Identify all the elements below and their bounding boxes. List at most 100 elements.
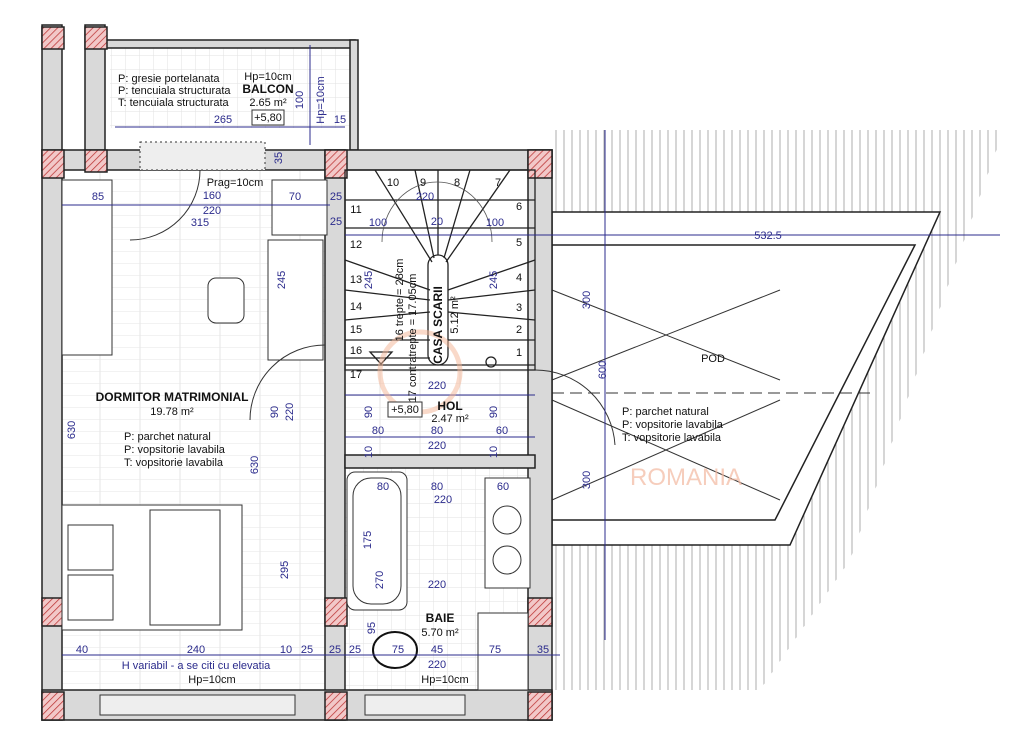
balcony-area: 2.65 m² bbox=[249, 97, 287, 109]
dimension-label: 315 bbox=[191, 217, 209, 229]
dimension-label: 25 bbox=[330, 191, 342, 203]
dimension-label: 80 bbox=[431, 481, 443, 493]
dimension-label: 10 bbox=[280, 644, 292, 656]
stair-step-number: 12 bbox=[350, 239, 362, 251]
dimension-label: 220 bbox=[416, 191, 434, 203]
stair-step-number: 10 bbox=[387, 177, 399, 189]
dimension-label: 35 bbox=[273, 152, 285, 164]
dimension-label: 90 bbox=[269, 406, 281, 418]
dimension-label: 20 bbox=[431, 216, 443, 228]
door-swing bbox=[129, 169, 201, 241]
attic-finish: T: vopsitorie lavabila bbox=[622, 432, 722, 444]
dimension-label: 85 bbox=[92, 191, 104, 203]
dimension-label: 10 bbox=[488, 446, 500, 458]
dimension-label: 60 bbox=[497, 481, 509, 493]
bedroom-finish: P: vopsitorie lavabila bbox=[124, 444, 226, 456]
door-threshold: Prag=10cm bbox=[207, 177, 264, 189]
hall-area: 2.47 m² bbox=[431, 413, 469, 425]
dimension-label: 100 bbox=[486, 217, 504, 229]
dimension-label: 25 bbox=[329, 644, 341, 656]
dimension-label: 80 bbox=[372, 425, 384, 437]
bedroom-area: 19.78 m² bbox=[150, 406, 194, 418]
dimension-label: 45 bbox=[431, 644, 443, 656]
hall-floor bbox=[345, 370, 535, 455]
dimension-label: 90 bbox=[363, 406, 375, 418]
stair-step-number: 8 bbox=[454, 177, 460, 189]
dimension-label: 630 bbox=[66, 421, 78, 439]
shower-icon bbox=[477, 612, 529, 691]
bedroom-hp: Hp=10cm bbox=[188, 674, 235, 686]
dimension-label: 70 bbox=[289, 191, 301, 203]
stair-step-number: 17 bbox=[350, 369, 362, 381]
balcony-hp-vertical: Hp=10cm bbox=[315, 76, 327, 123]
height-note: H variabil - a se citi cu elevatia bbox=[122, 660, 271, 672]
stair-step-number: 2 bbox=[516, 324, 522, 336]
balcony-level: +5,80 bbox=[254, 112, 282, 124]
dimension-label: 532.5 bbox=[754, 230, 782, 242]
dimension-lines bbox=[62, 45, 1000, 656]
dimension-label: 265 bbox=[214, 114, 232, 126]
dimension-label: 175 bbox=[362, 531, 374, 549]
dimension-label: 15 bbox=[334, 114, 346, 126]
door-swing bbox=[249, 344, 326, 421]
stairs-area: 5.12 m² bbox=[449, 296, 461, 334]
stair-step-number: 15 bbox=[350, 324, 362, 336]
stair-step-number: 13 bbox=[350, 274, 362, 286]
dimension-label: 295 bbox=[279, 561, 291, 579]
bath-hp: Hp=10cm bbox=[421, 674, 468, 686]
dimension-label: 75 bbox=[489, 644, 501, 656]
dimension-label: 220 bbox=[284, 403, 296, 421]
dimension-label: 60 bbox=[496, 425, 508, 437]
sink-icon bbox=[492, 505, 522, 535]
stair-step-number: 3 bbox=[516, 302, 522, 314]
dimension-label: 220 bbox=[428, 579, 446, 591]
attic-title: POD bbox=[701, 353, 725, 365]
dimension-label: 220 bbox=[428, 659, 446, 671]
dimension-label: 90 bbox=[488, 406, 500, 418]
walls bbox=[41, 24, 553, 721]
stair-step-number: 11 bbox=[350, 204, 361, 216]
dimension-label: 240 bbox=[187, 644, 205, 656]
dimension-label: 220 bbox=[428, 380, 446, 392]
balcony-title: BALCON bbox=[242, 82, 293, 96]
dimension-label: 95 bbox=[366, 622, 378, 634]
stair-step-number: 16 bbox=[350, 345, 362, 357]
dimension-label: 220 bbox=[203, 205, 221, 217]
bath-area: 5.70 m² bbox=[421, 627, 459, 639]
stairs-risers: 17 contratrepte = 17.05cm bbox=[407, 274, 419, 403]
stairs-title: CASA SCARII bbox=[431, 286, 445, 364]
dimension-label: 300 bbox=[581, 291, 593, 309]
stair-step-number: 9 bbox=[420, 177, 426, 189]
dimension-label: 25 bbox=[349, 644, 361, 656]
dimension-label: 600 bbox=[597, 361, 609, 379]
stair-step-number: 5 bbox=[516, 237, 522, 249]
dimension-label: 10 bbox=[363, 446, 375, 458]
chair-icon bbox=[207, 277, 245, 324]
dimension-label: 245 bbox=[276, 271, 288, 289]
dimension-label: 220 bbox=[434, 494, 452, 506]
hall-title: HOL bbox=[437, 399, 462, 413]
roof-area bbox=[551, 130, 1000, 690]
dimension-label: 630 bbox=[249, 456, 261, 474]
dimension-label: 245 bbox=[363, 271, 375, 289]
bedroom-finish: P: parchet natural bbox=[124, 431, 211, 443]
attic-finish: P: vopsitorie lavabila bbox=[622, 419, 724, 431]
dimension-label: 35 bbox=[537, 644, 549, 656]
structural-columns bbox=[41, 26, 553, 721]
bedroom-finish: T: vopsitorie lavabila bbox=[124, 457, 224, 469]
stair-step-number: 7 bbox=[495, 177, 501, 189]
dimension-label: 40 bbox=[76, 644, 88, 656]
bath-title: BAIE bbox=[426, 611, 455, 625]
hall-level: +5,80 bbox=[391, 404, 419, 416]
furniture bbox=[61, 169, 616, 691]
dimension-label: 75 bbox=[392, 644, 404, 656]
dimension-label: 80 bbox=[431, 425, 443, 437]
dimension-label: 300 bbox=[581, 471, 593, 489]
balcony-finish: P: gresie portelanata bbox=[118, 73, 220, 85]
dimension-label: 100 bbox=[369, 217, 387, 229]
dimension-label: 270 bbox=[374, 571, 386, 589]
dimension-label: 160 bbox=[203, 190, 221, 202]
balcony-finish: T: tencuiala structurata bbox=[118, 97, 230, 109]
